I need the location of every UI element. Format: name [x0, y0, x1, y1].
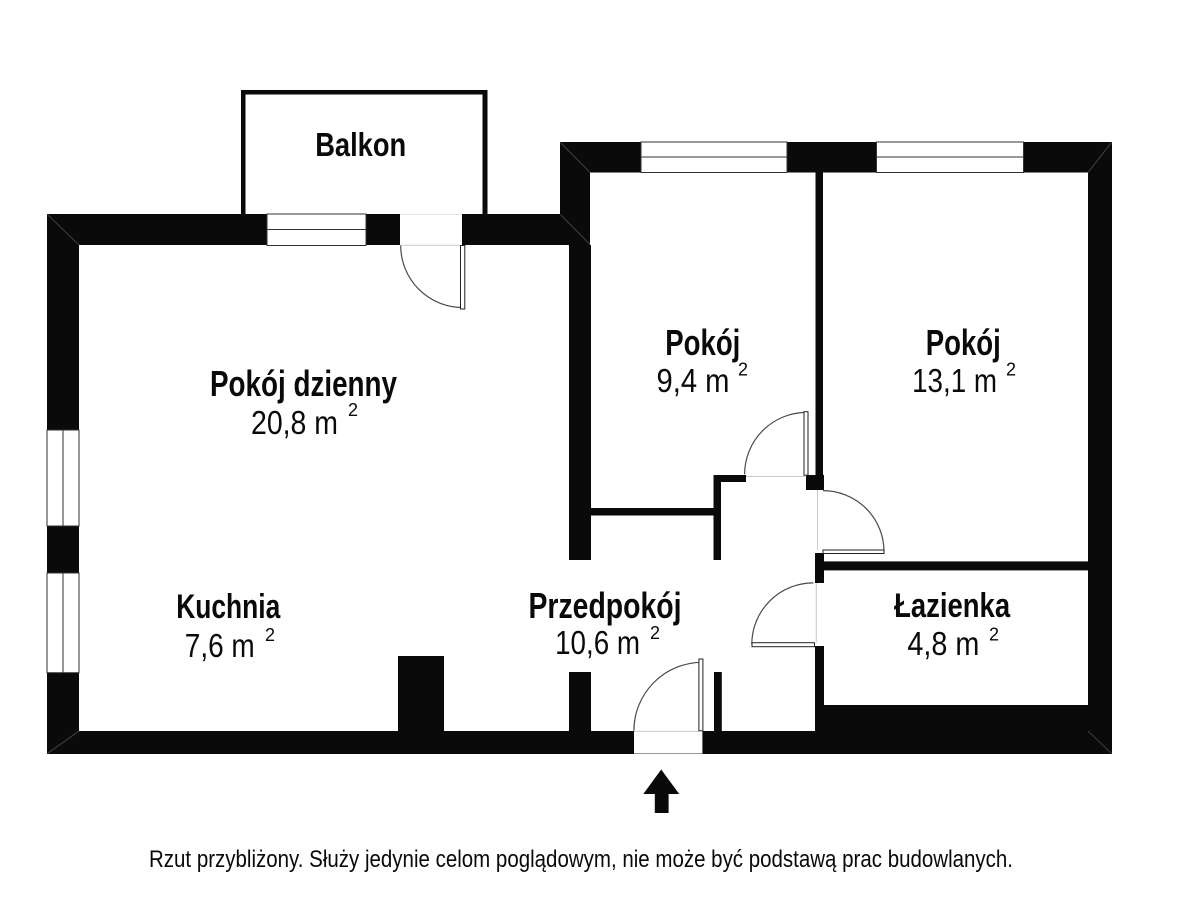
svg-text:20,8 m: 20,8 m — [251, 404, 338, 441]
svg-text:10,6 m: 10,6 m — [555, 624, 640, 661]
svg-text:Pokój: Pokój — [926, 322, 1001, 363]
svg-text:2: 2 — [265, 625, 275, 645]
svg-text:Rzut przybliżony. Służy jedyni: Rzut przybliżony. Służy jedynie celom po… — [149, 846, 1013, 873]
svg-text:2: 2 — [650, 623, 660, 643]
svg-text:13,1 m: 13,1 m — [912, 362, 997, 399]
svg-text:Łazienka: Łazienka — [894, 587, 1011, 625]
svg-text:Pokój dzienny: Pokój dzienny — [210, 363, 397, 404]
svg-text:Przedpokój: Przedpokój — [529, 585, 682, 626]
svg-text:9,4 m: 9,4 m — [657, 362, 730, 399]
svg-text:2: 2 — [989, 625, 999, 645]
svg-text:4,8 m: 4,8 m — [907, 625, 979, 662]
svg-text:7,6 m: 7,6 m — [185, 627, 255, 664]
svg-text:Kuchnia: Kuchnia — [176, 588, 281, 626]
svg-text:Pokój: Pokój — [665, 322, 740, 363]
svg-text:2: 2 — [738, 360, 748, 380]
svg-text:Balkon: Balkon — [315, 126, 406, 163]
svg-text:2: 2 — [1006, 360, 1016, 380]
svg-text:2: 2 — [348, 400, 358, 420]
